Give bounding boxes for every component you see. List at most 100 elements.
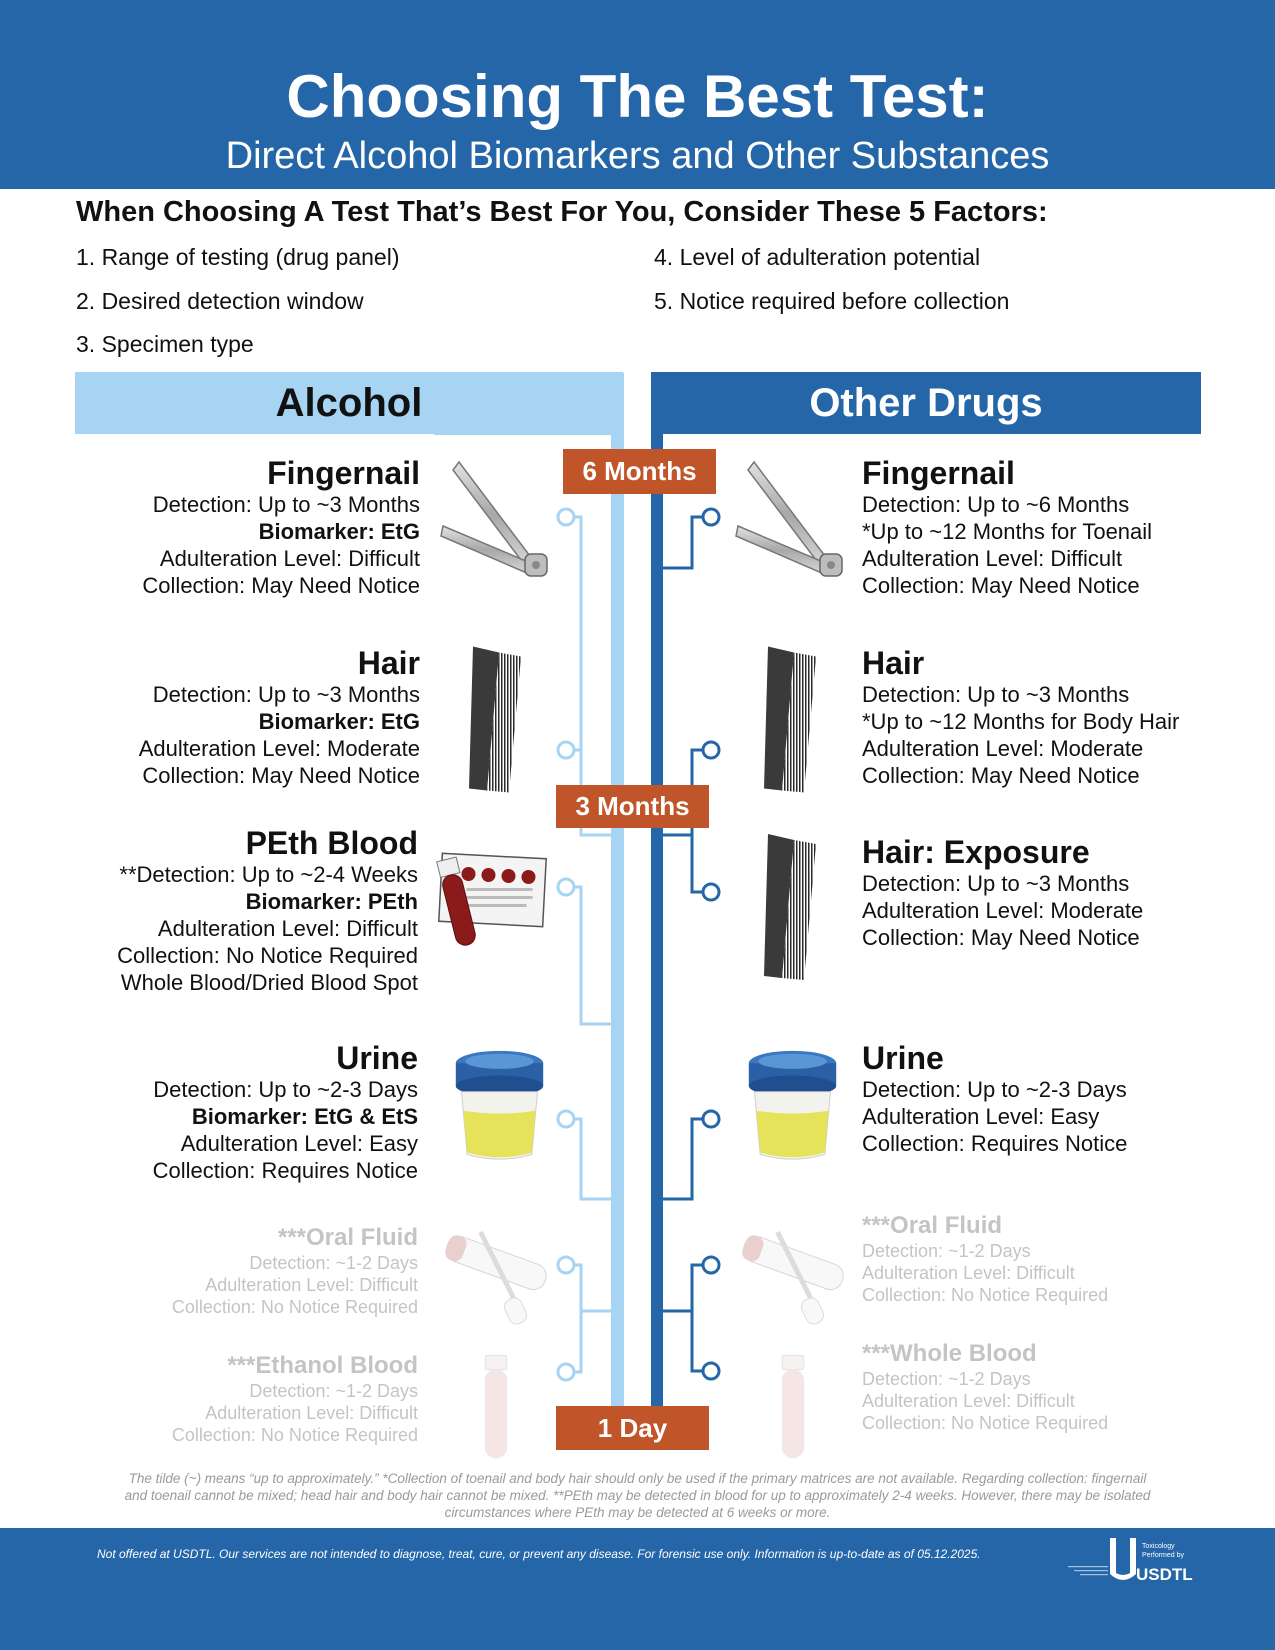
entry-title: Hair xyxy=(862,645,925,681)
entry-detail: **Detection: Up to ~2-4 Weeks xyxy=(119,862,418,887)
alcohol-entry-fingernail: Fingernail Detection: Up to ~3 Months Bi… xyxy=(142,455,420,599)
entry-detail: *Up to ~12 Months for Body Hair xyxy=(862,709,1180,734)
blood-tube-icon xyxy=(775,1350,811,1465)
entry-detail: Collection: Requires Notice xyxy=(152,1158,418,1183)
entry-detail: Adulteration Level: Difficult xyxy=(862,546,1123,571)
drugs-entry-hair-exposure: Hair: Exposure Detection: Up to ~3 Month… xyxy=(862,834,1143,951)
blood-card-icon xyxy=(434,848,549,958)
swab-icon xyxy=(438,1228,553,1328)
entry-detail: Adulteration Level: Moderate xyxy=(138,736,420,761)
swab-icon xyxy=(735,1228,850,1328)
logo-line1: Toxicology xyxy=(1142,1543,1175,1550)
entry-detail: Whole Blood/Dried Blood Spot xyxy=(120,970,418,995)
entry-detail: Detection: Up to ~3 Months xyxy=(862,682,1130,707)
entry-detail: Detection: Up to ~2-3 Days xyxy=(153,1077,418,1102)
drugs-entry-whole-blood: ***Whole Blood Detection: ~1-2 Days Adul… xyxy=(862,1340,1108,1434)
drugs-entry-fingernail: Fingernail Detection: Up to ~6 Months *U… xyxy=(862,455,1152,599)
entry-title: Fingernail xyxy=(267,455,420,491)
entry-detail: Adulteration Level: Difficult xyxy=(862,1263,1075,1283)
entry-detail: Adulteration Level: Difficult xyxy=(157,916,418,941)
entry-detail: Adulteration Level: Difficult xyxy=(205,1403,418,1423)
drugs-entry-oral-fluid: ***Oral Fluid Detection: ~1-2 Days Adult… xyxy=(862,1212,1108,1306)
logo-line2: Performed by xyxy=(1142,1552,1185,1559)
entry-title: Fingernail xyxy=(862,455,1015,491)
alcohol-entry-oral-fluid: ***Oral Fluid Detection: ~1-2 Days Adult… xyxy=(172,1224,418,1318)
entry-detail: Collection: Requires Notice xyxy=(862,1131,1128,1156)
entry-detail: Collection: May Need Notice xyxy=(142,573,420,598)
entry-title: ***Oral Fluid xyxy=(862,1212,1003,1239)
comb-icon xyxy=(465,640,525,795)
factor-item: 3. Specimen type xyxy=(76,331,254,357)
entry-detail: Collection: No Notice Required xyxy=(117,943,418,968)
nail-clipper-icon xyxy=(735,456,847,586)
footnote: The tilde (~) means “up to approximately… xyxy=(80,1470,1195,1521)
entry-detail: Adulteration Level: Easy xyxy=(180,1131,418,1156)
factor-item: 1. Range of testing (drug panel) xyxy=(76,244,400,270)
alcohol-column-header: Alcohol xyxy=(75,372,623,434)
entry-detail: Detection: ~1-2 Days xyxy=(862,1369,1031,1389)
factor-item: 4. Level of adulteration potential xyxy=(654,244,981,270)
footnote-line: circumstances where PEth may be detected… xyxy=(444,1505,831,1520)
entry-title: Urine xyxy=(862,1040,944,1076)
comb-icon xyxy=(760,640,820,795)
alcohol-entry-ethanol-blood: ***Ethanol Blood Detection: ~1-2 Days Ad… xyxy=(172,1352,418,1446)
entry-title: Hair xyxy=(357,645,420,681)
factor-item: 2. Desired detection window xyxy=(76,288,364,314)
alcohol-entry-peth-blood: PEth Blood **Detection: Up to ~2-4 Weeks… xyxy=(117,825,418,996)
footnote-line: and toenail cannot be mixed; head hair a… xyxy=(124,1488,1151,1503)
entry-detail: Detection: ~1-2 Days xyxy=(249,1253,418,1273)
entry-detail: Adulteration Level: Difficult xyxy=(159,546,420,571)
entry-title: ***Whole Blood xyxy=(862,1340,1037,1367)
entry-detail: Adulteration Level: Easy xyxy=(862,1104,1100,1129)
drugs-timeline xyxy=(651,373,721,1413)
logo-brand: USDTL xyxy=(1136,1565,1193,1584)
entry-title: ***Ethanol Blood xyxy=(227,1352,418,1379)
alcohol-entry-urine: Urine Detection: Up to ~2-3 Days Biomark… xyxy=(153,1040,418,1184)
header-banner: Choosing The Best Test: Direct Alcohol B… xyxy=(0,0,1275,189)
footnote-line: The tilde (~) means “up to approximately… xyxy=(128,1471,1147,1486)
entry-detail: Detection: Up to ~3 Months xyxy=(152,492,420,517)
entry-detail: Detection: ~1-2 Days xyxy=(862,1241,1031,1261)
entry-detail: Collection: May Need Notice xyxy=(862,573,1140,598)
entry-detail: Biomarker: EtG & EtS xyxy=(191,1104,418,1129)
entry-detail: Detection: Up to ~2-3 Days xyxy=(862,1077,1127,1102)
entry-detail: Collection: May Need Notice xyxy=(142,763,420,788)
entry-detail: Detection: ~1-2 Days xyxy=(249,1381,418,1401)
footer-disclaimer: Not offered at USDTL. Our services are n… xyxy=(97,1547,981,1561)
entry-title: ***Oral Fluid xyxy=(277,1224,418,1251)
entry-title: Urine xyxy=(336,1040,418,1076)
blood-tube-icon xyxy=(478,1350,514,1465)
alcohol-entry-hair: Hair Detection: Up to ~3 Months Biomarke… xyxy=(139,645,420,789)
footer-banner: Not offered at USDTL. Our services are n… xyxy=(0,1528,1275,1650)
entry-detail: Adulteration Level: Moderate xyxy=(862,736,1144,761)
entry-detail: Collection: No Notice Required xyxy=(862,1413,1109,1433)
entry-detail: Detection: Up to ~3 Months xyxy=(862,871,1130,896)
entry-detail: Adulteration Level: Moderate xyxy=(862,898,1144,923)
entry-detail: *Up to ~12 Months for Toenail xyxy=(862,519,1153,544)
entry-detail: Detection: Up to ~3 Months xyxy=(152,682,420,707)
drugs-entry-hair: Hair Detection: Up to ~3 Months *Up to ~… xyxy=(862,645,1179,789)
entry-detail: Detection: Up to ~6 Months xyxy=(862,492,1130,517)
usdtl-logo: Toxicology Performed by USDTL xyxy=(1068,1538,1193,1584)
nail-clipper-icon xyxy=(440,456,552,586)
page-subtitle: Direct Alcohol Biomarkers and Other Subs… xyxy=(225,135,1050,177)
factor-item: 5. Notice required before collection xyxy=(654,288,1010,314)
entry-detail: Collection: No Notice Required xyxy=(171,1297,418,1317)
drugs-entry-urine: Urine Detection: Up to ~2-3 Days Adulter… xyxy=(862,1040,1127,1157)
urine-cup-icon xyxy=(745,1045,840,1165)
comb-icon xyxy=(760,825,820,985)
other-drugs-column-header: Other Drugs xyxy=(651,372,1201,434)
entry-detail: Collection: May Need Notice xyxy=(862,763,1140,788)
logo-mark xyxy=(1068,1538,1136,1580)
entry-detail: Adulteration Level: Difficult xyxy=(862,1391,1075,1411)
entry-detail: Biomarker: EtG xyxy=(258,709,420,734)
time-label-3-months: 3 Months xyxy=(556,785,709,828)
entry-title: Hair: Exposure xyxy=(862,834,1090,870)
urine-cup-icon xyxy=(452,1045,547,1165)
entry-detail: Collection: May Need Notice xyxy=(862,925,1140,950)
entry-detail: Adulteration Level: Difficult xyxy=(205,1275,418,1295)
entry-title: PEth Blood xyxy=(245,825,418,861)
factors-heading: When Choosing A Test That’s Best For You… xyxy=(76,196,1048,228)
entry-detail: Collection: No Notice Required xyxy=(171,1425,418,1445)
time-label-1-day: 1 Day xyxy=(556,1406,709,1450)
